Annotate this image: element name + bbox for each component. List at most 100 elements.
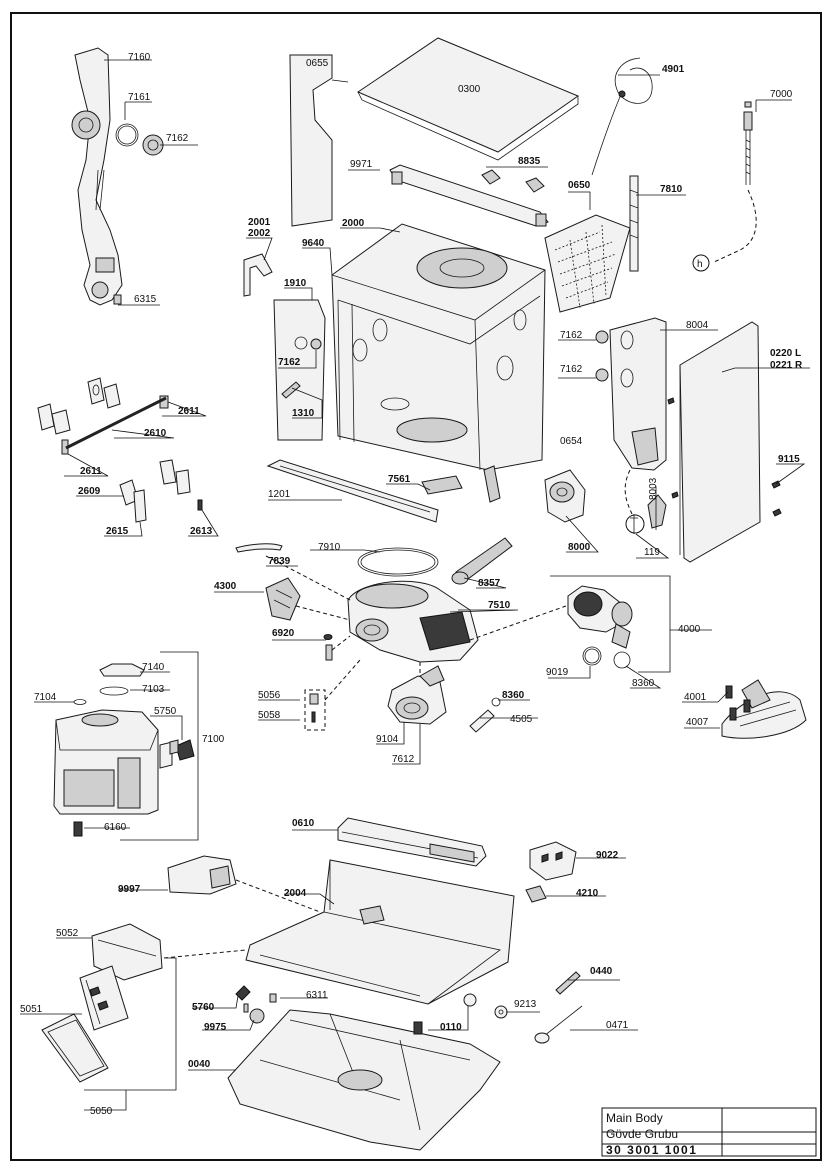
clips-8835 xyxy=(481,169,545,193)
label-7162-c: 7162 xyxy=(560,330,583,341)
bracket-7100 xyxy=(120,651,199,841)
label-7810: 7810 xyxy=(660,184,683,195)
label-9115: 9115 xyxy=(778,454,800,465)
label-8835: 8835 xyxy=(518,156,541,167)
label-2611-a: 2611 xyxy=(178,406,200,417)
cover-5050 xyxy=(41,1013,109,1083)
rail-9971 xyxy=(389,164,549,227)
leader-lines xyxy=(20,59,810,1111)
label-0221-r: 0221 R xyxy=(770,360,803,371)
seal-ring-7910 xyxy=(357,547,439,577)
base-strip-1201 xyxy=(266,459,439,523)
filter-4300 xyxy=(265,577,301,621)
label-7103: 7103 xyxy=(142,684,165,695)
feet-4001 xyxy=(725,685,751,721)
hose-0440 xyxy=(555,971,581,995)
switch-4210 xyxy=(525,885,547,903)
level-sensor-7000 xyxy=(743,101,753,185)
label-7910: 7910 xyxy=(318,542,341,553)
tub-2000 xyxy=(331,223,546,471)
detail-f-mark xyxy=(630,514,638,534)
title-block-main-body: Main Body xyxy=(606,1111,663,1125)
seal-7103 xyxy=(99,686,129,696)
label-6315: 6315 xyxy=(134,294,157,305)
label-5051: 5051 xyxy=(20,1004,43,1015)
heating-pipe-8357 xyxy=(451,537,513,585)
flow-meter-8000 xyxy=(544,469,586,523)
screw-side xyxy=(667,397,679,499)
dash-6920 xyxy=(331,635,351,651)
label-7839: 7839 xyxy=(268,556,291,567)
label-5760: 5760 xyxy=(192,1002,215,1013)
label-4901: 4901 xyxy=(662,64,685,75)
label-9640: 9640 xyxy=(302,238,325,249)
bottom-tray-0040 xyxy=(227,1009,501,1151)
label-2609: 2609 xyxy=(78,486,101,497)
label-0110: 0110 xyxy=(440,1022,462,1033)
label-7510: 7510 xyxy=(488,600,511,611)
detail-h-circle xyxy=(692,254,710,272)
detail-f-circle xyxy=(625,514,645,534)
label-0471: 0471 xyxy=(606,1020,629,1031)
label-5750: 5750 xyxy=(154,706,177,717)
label-h: h xyxy=(697,259,703,270)
spray-arm-feed-pipe xyxy=(71,47,123,306)
label-9975: 9975 xyxy=(204,1022,227,1033)
label-8357: 8357 xyxy=(478,578,501,589)
label-5056: 5056 xyxy=(258,690,281,701)
washer-0110 xyxy=(463,993,477,1007)
label-7162-a: 7162 xyxy=(166,133,189,144)
label-7160: 7160 xyxy=(128,52,151,63)
sump-assembly-7510 xyxy=(347,580,479,663)
grommet-left xyxy=(294,336,308,350)
holder-5052 xyxy=(91,923,163,981)
label-4505: 4505 xyxy=(510,714,533,725)
part-labels: 7160 7161 7162 6315 0655 0300 4901 7000 … xyxy=(20,52,803,1117)
dash-9997 xyxy=(235,879,321,913)
seal-7104 xyxy=(73,699,87,705)
insulation-mat-0650 xyxy=(544,214,631,313)
label-7162-d: 7162 xyxy=(560,364,583,375)
label-6920: 6920 xyxy=(272,628,295,639)
bracket-2001 xyxy=(243,253,273,297)
label-1910: 1910 xyxy=(284,278,307,289)
foot-0110 xyxy=(413,1021,423,1035)
seal-ring-7910-inner xyxy=(360,549,436,575)
label-7162-b: 7162 xyxy=(278,357,301,368)
cap-7140 xyxy=(99,663,145,677)
label-1310: 1310 xyxy=(292,408,315,419)
label-2004: 2004 xyxy=(284,888,307,899)
label-4001: 4001 xyxy=(684,692,707,703)
label-6311: 6311 xyxy=(306,990,328,1001)
screws-9115 xyxy=(771,480,782,517)
title-block: Main Body Gövde Grubu 30 3001 1001 xyxy=(601,1107,817,1157)
label-5052: 5052 xyxy=(56,928,79,939)
connector-7162 xyxy=(142,134,164,156)
label-4007: 4007 xyxy=(686,717,709,728)
label-0654: 0654 xyxy=(560,436,583,447)
label-0610: 0610 xyxy=(292,818,315,829)
label-0300: 0300 xyxy=(458,84,481,95)
clip-5760 xyxy=(235,985,251,1013)
pcb-9022 xyxy=(529,841,577,881)
oring-8360-b xyxy=(491,697,501,707)
hoses-7561 xyxy=(421,465,501,503)
title-block-code: 30 3001 1001 xyxy=(606,1143,697,1157)
label-7100: 7100 xyxy=(202,734,225,745)
dash-pump xyxy=(469,605,567,641)
label-7140: 7140 xyxy=(142,662,165,673)
gasket-7839 xyxy=(235,543,283,553)
label-6160: 6160 xyxy=(104,822,127,833)
label-1201: 1201 xyxy=(268,489,291,500)
label-8360-a: 8360 xyxy=(632,678,655,689)
side-panel-8004 xyxy=(609,317,667,471)
bracket-9997 xyxy=(167,855,237,895)
clamp-8360 xyxy=(613,651,631,669)
box-5056-5058 xyxy=(304,689,326,731)
label-4000: 4000 xyxy=(678,624,701,635)
label-0440: 0440 xyxy=(590,966,613,977)
parts-5056-5058 xyxy=(309,693,319,723)
side-panel-1910 xyxy=(273,299,326,441)
connector-7162-d xyxy=(595,368,609,382)
